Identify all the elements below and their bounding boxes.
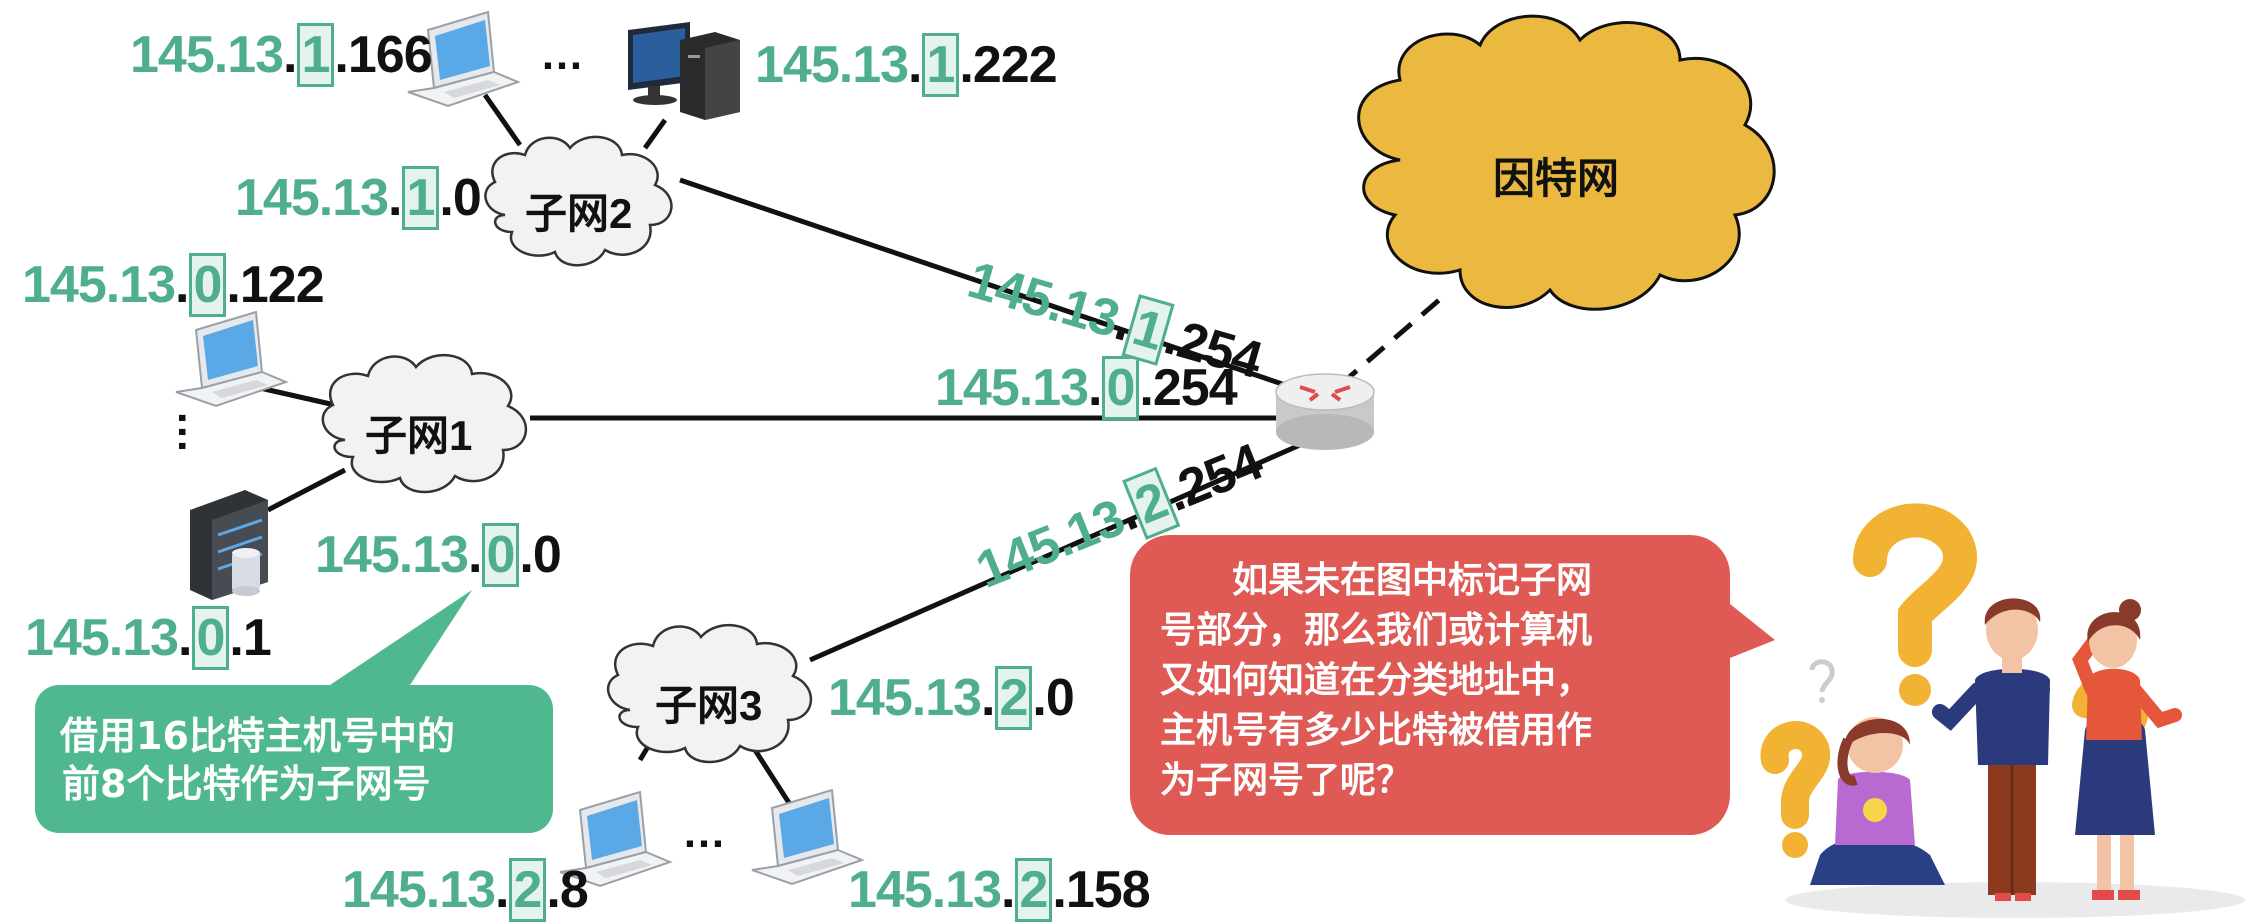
network-links xyxy=(259,93,1447,822)
green-callout-line: 前8个比特作为子网号 xyxy=(62,762,431,806)
link-subnet3-router xyxy=(808,442,1302,663)
ip-label: 145.13.1.0 xyxy=(235,166,482,230)
ip-label: 145.13.2.158 xyxy=(848,858,1151,922)
link-s2-pc xyxy=(642,118,668,150)
laptop-icon xyxy=(751,789,863,885)
red-callout-line: 主机号有多少比特被借用作 xyxy=(1160,710,1593,751)
internet-cloud xyxy=(1357,14,1776,311)
subnet3-cloud xyxy=(606,623,812,764)
ip-label: 145.13.0.122 xyxy=(22,253,325,317)
desktop-pc-icon xyxy=(628,22,740,120)
red-callout xyxy=(1130,535,1775,835)
red-callout-line: 又如何知道在分类地址中， xyxy=(1160,660,1593,701)
green-callout-line: 借用16比特主机号中的 xyxy=(60,714,455,758)
ellipsis: … xyxy=(682,808,726,857)
red-callout-line: 为子网号了呢？ xyxy=(1160,760,1413,801)
subnet1-cloud xyxy=(321,353,527,494)
ellipsis-vertical: … xyxy=(169,410,218,454)
subnet3-label: 子网3 xyxy=(655,682,763,729)
red-callout-line: 如果未在图中标记子网 xyxy=(1232,560,1593,601)
link-s1-laptop xyxy=(259,385,336,408)
green-callout-text: 借用16比特主机号中的 前8个比特作为子网号 xyxy=(60,712,540,808)
router-icon xyxy=(1275,373,1375,450)
subnet1-label: 子网1 xyxy=(365,412,473,459)
ip-label: 145.13.0.254 xyxy=(935,356,1238,420)
internet-label: 因特网 xyxy=(1493,155,1620,202)
subnet2-label: 子网2 xyxy=(525,190,633,237)
link-router-internet xyxy=(1338,293,1447,387)
ip-label: 145.13.1.166 xyxy=(130,23,433,87)
ip-label: 145.13.2.0 xyxy=(828,666,1075,730)
confused-people-illustration xyxy=(1760,503,2245,918)
ip-label: 145.13.0.1 xyxy=(25,606,272,670)
ip-label: 145.13.2.8 xyxy=(342,858,589,922)
subnet2-cloud xyxy=(484,135,673,267)
ellipsis: … xyxy=(540,30,584,79)
server-icon xyxy=(190,490,268,600)
link-s2-laptop xyxy=(482,93,523,147)
green-callout xyxy=(35,590,553,833)
red-callout-text: 如果未在图中标记子网 号部分，那么我们或计算机 又如何知道在分类地址中， 主机号… xyxy=(1160,556,1720,806)
ip-label: 145.13.0.0 xyxy=(315,523,562,587)
link-subnet2-router xyxy=(679,177,1301,393)
ip-label: 145.13.1.222 xyxy=(755,33,1058,97)
red-callout-line: 号部分，那么我们或计算机 xyxy=(1160,610,1593,651)
link-s1-server xyxy=(266,467,347,513)
